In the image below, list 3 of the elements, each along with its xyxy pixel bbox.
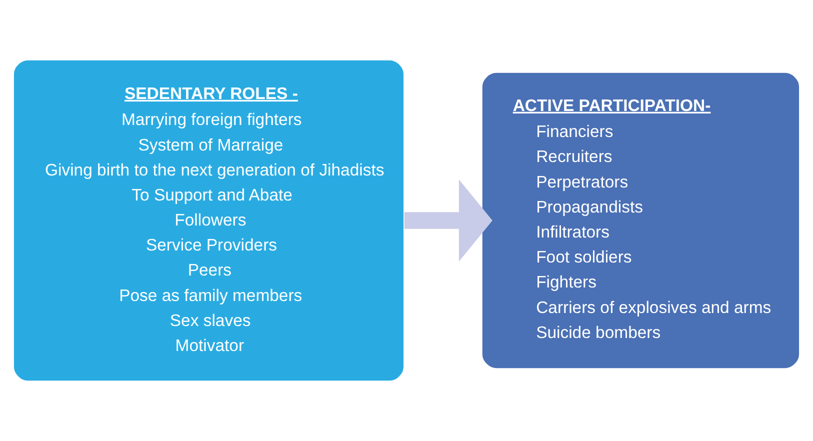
node-box: SEDENTARY ROLES - Marrying foreign fighters System of Marraige Giving birth to the next generation of Jihadists To Support and Abate Followers Service Providers Peers Pose as family members Sex slaves Motivator (12, 59, 405, 382)
node-box: ACTIVE PARTICIPATION- Financiers Recruiters Perpetrators Propagandists Infiltrators Foot soldiers Fighters Carriers of explosives and arms Suicide bombers (481, 72, 800, 370)
arrow (404, 179, 492, 262)
